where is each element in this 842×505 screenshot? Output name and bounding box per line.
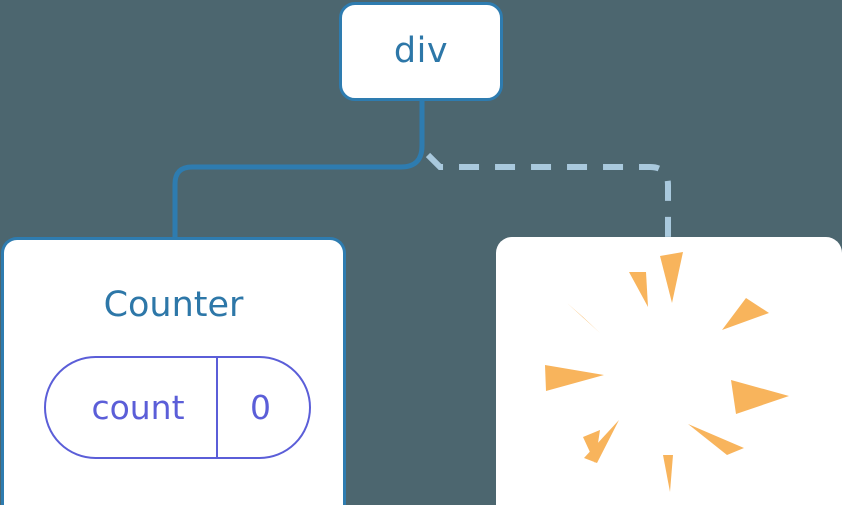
ray-nw [567,303,600,333]
state-value-count: 0 [250,388,271,427]
ray-wsw [583,430,600,463]
ray-nne [722,298,769,330]
ray-ene [731,380,789,414]
burst-sparkle-icon [545,252,789,492]
node-div-label: div [393,31,449,71]
state-key-count: count [46,358,218,457]
ray-s [663,455,673,492]
ray-nnw [629,272,648,307]
node-counter[interactable]: Counter count 0 [1,237,346,505]
state-pill[interactable]: count 0 [44,356,311,459]
ray-ese [688,424,744,455]
ray-n [660,252,683,303]
node-render-burst[interactable] [496,237,842,505]
ray-wnw [545,365,604,391]
edge-root-to-burst [425,152,671,239]
node-counter-label: Counter [103,285,244,325]
edge-root-to-counter [172,98,425,242]
node-div[interactable]: div [339,2,503,101]
